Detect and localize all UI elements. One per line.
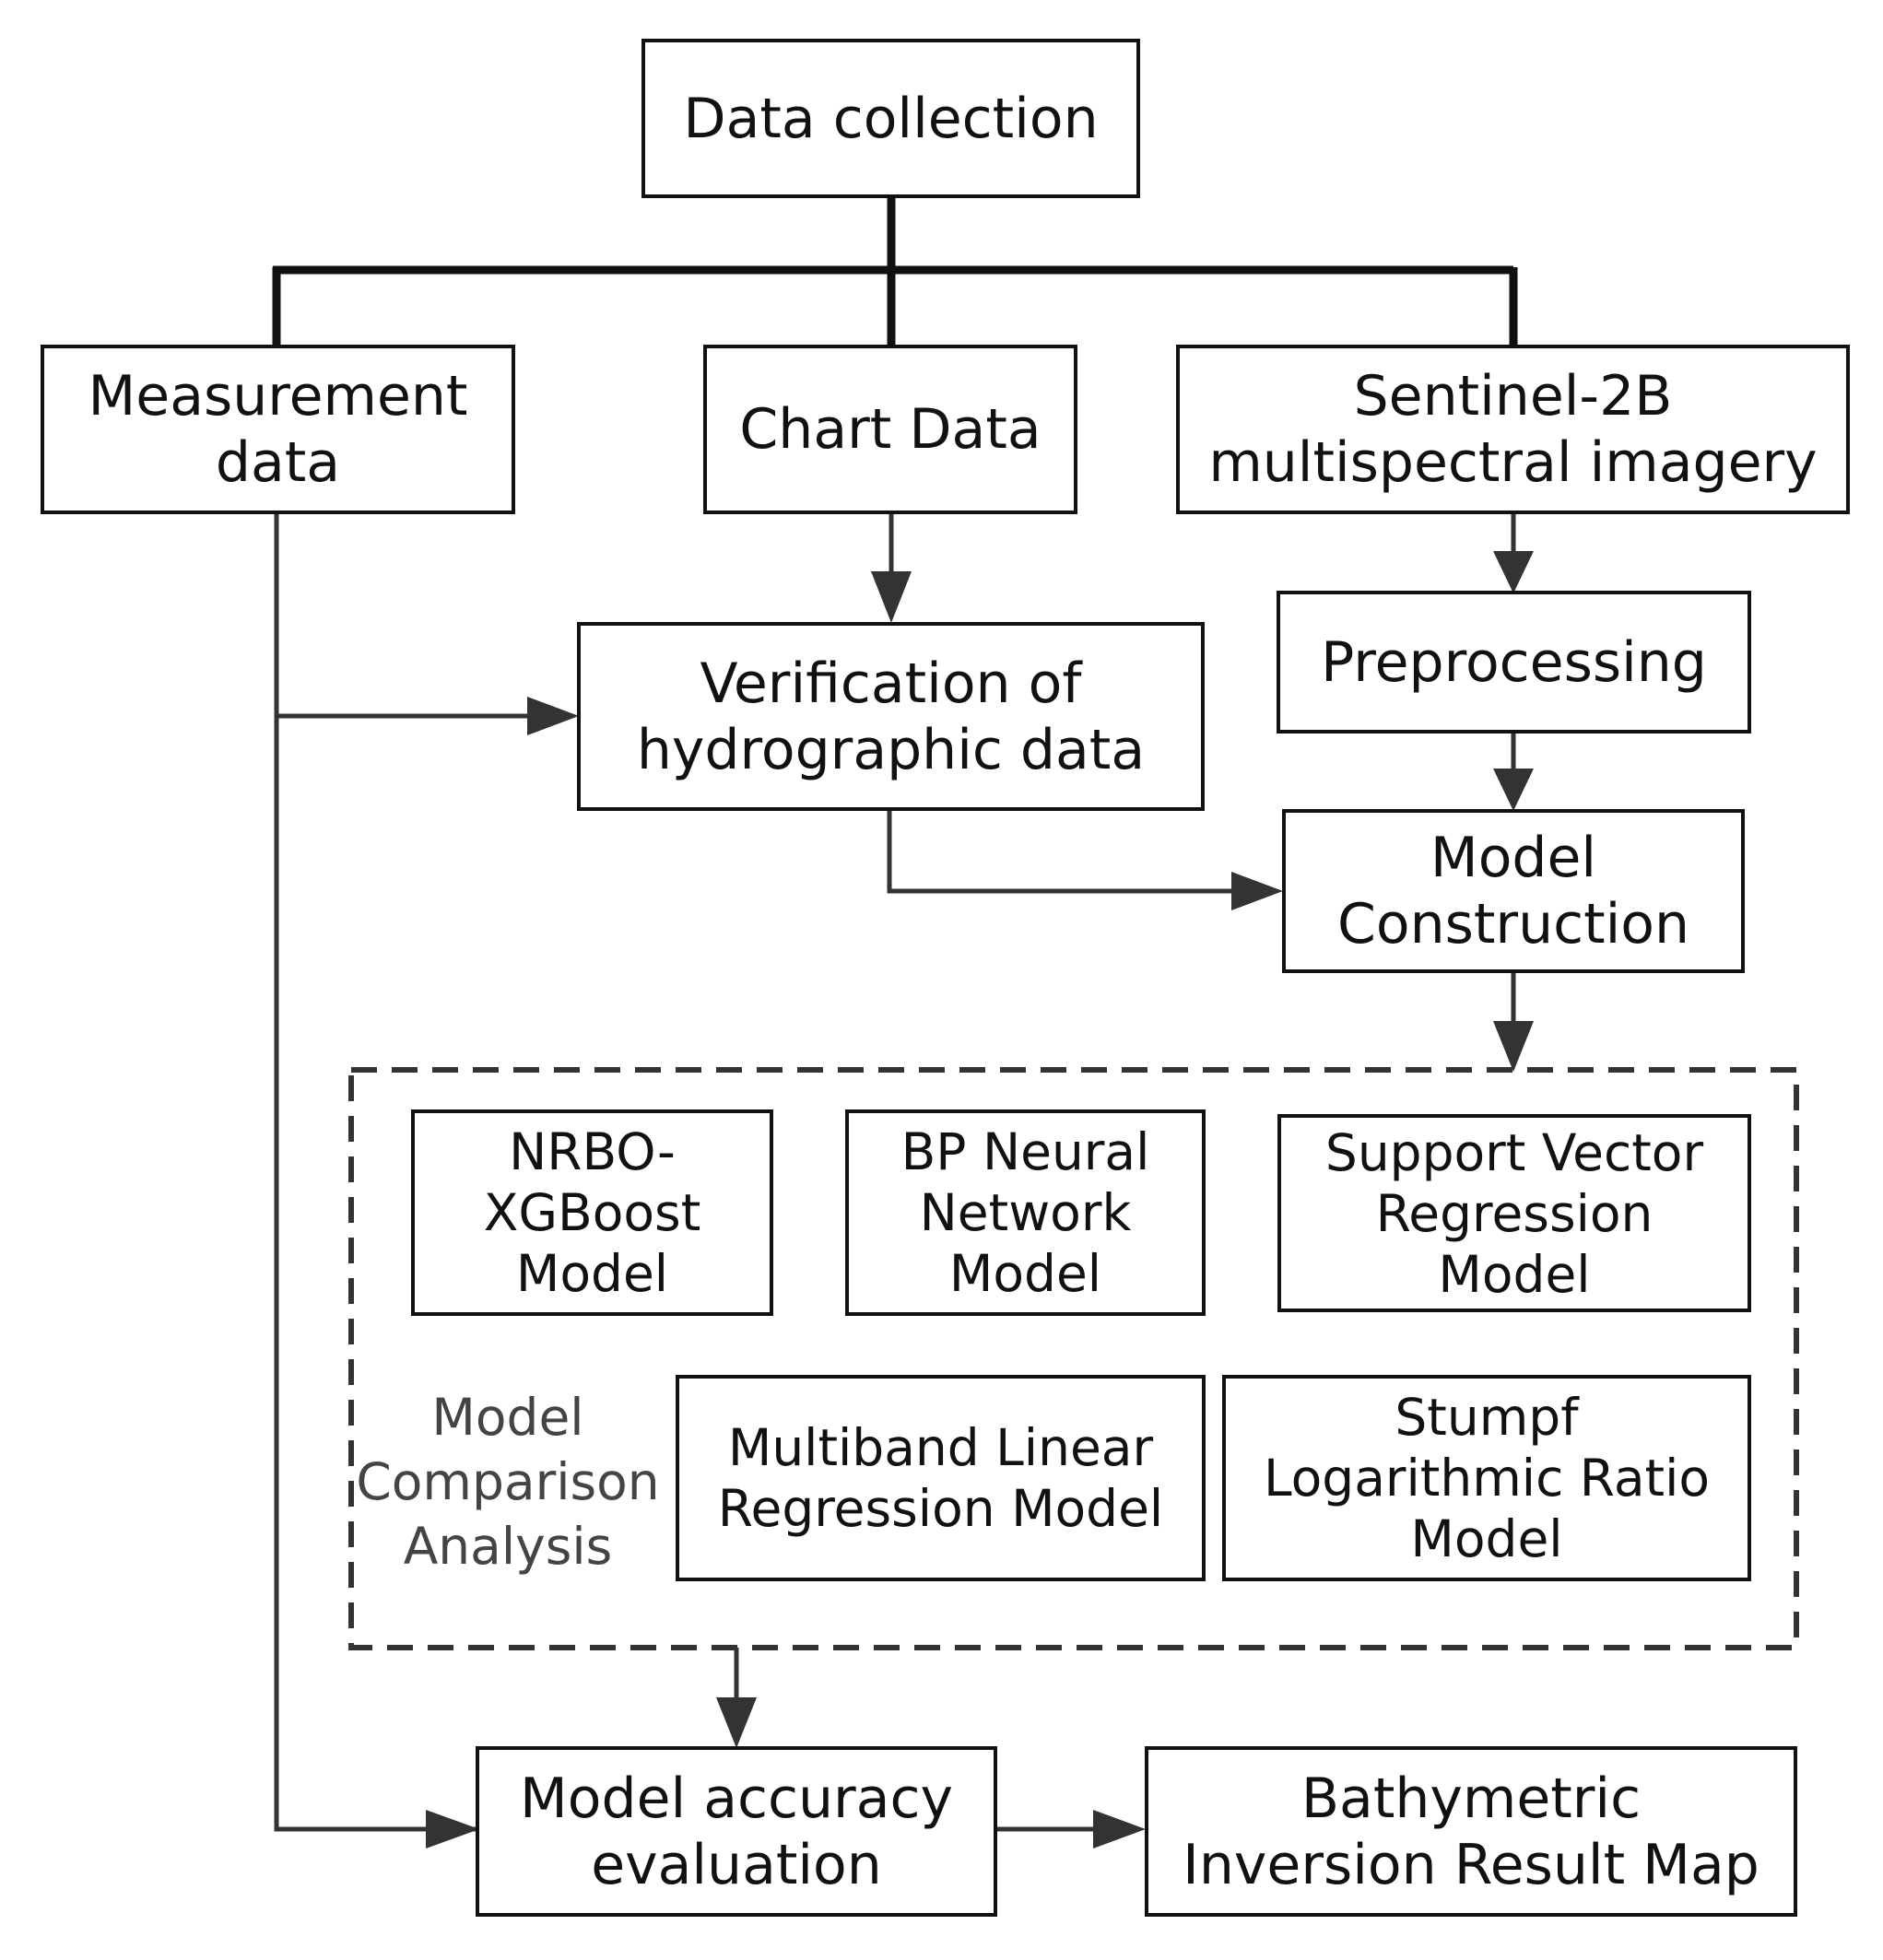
verification-box: Verification of hydrographic data [577,622,1205,811]
verification-label: Verification of hydrographic data [636,651,1146,782]
data-collection-label: Data collection [683,86,1099,151]
model-comparison-label: Model Comparison Analysis [356,1388,660,1576]
arrowhead-construction-to-group [1493,1021,1534,1072]
data-collection-box: Data collection [641,39,1140,198]
model-accuracy-box: Model accuracy evaluation [476,1746,997,1917]
model-accuracy-label: Model accuracy evaluation [520,1766,953,1897]
nrbo-xgboost-label: NRBO- XGBoost Model [483,1122,701,1303]
nrbo-xgboost-box: NRBO- XGBoost Model [411,1109,773,1316]
sentinel-imagery-box: Sentinel-2B multispectral imagery [1176,345,1850,514]
arrowhead-group-to-accuracy [716,1697,757,1748]
stumpf-label: Stumpf Logarithmic Ratio Model [1263,1388,1711,1568]
preprocessing-label: Preprocessing [1321,629,1707,695]
stumpf-box: Stumpf Logarithmic Ratio Model [1222,1375,1751,1581]
preprocessing-box: Preprocessing [1277,591,1751,734]
multiband-linear-box: Multiband Linear Regression Model [676,1375,1206,1581]
arrowhead-measurement-to-accuracy [426,1810,479,1849]
tree-connector [272,196,1518,345]
verification-to-construction [887,810,1235,894]
chart-data-box: Chart Data [703,345,1077,514]
bp-neural-network-label: BP Neural Network Model [900,1122,1150,1303]
measurement-trunk [274,513,479,1832]
result-map-label: Bathymetric Inversion Result Map [1183,1766,1759,1897]
multiband-linear-label: Multiband Linear Regression Model [717,1418,1164,1538]
arrowhead-chart-to-verification [871,571,912,623]
arrowhead-accuracy-to-result [1093,1810,1146,1849]
measurement-data-label: Measurement data [88,364,468,495]
arrowhead-verification-to-construction [1231,872,1283,910]
arrowhead-preprocessing-to-construction [1493,769,1534,811]
model-construction-label: Model Construction [1336,826,1690,957]
chart-data-label: Chart Data [739,397,1042,462]
svr-label: Support Vector Regression Model [1324,1122,1704,1304]
result-map-box: Bathymetric Inversion Result Map [1145,1746,1797,1917]
bp-neural-network-box: BP Neural Network Model [845,1109,1206,1316]
arrowhead-measurement-to-verification [527,697,579,735]
model-construction-box: Model Construction [1282,809,1745,973]
measurement-data-box: Measurement data [41,345,515,514]
svr-box: Support Vector Regression Model [1277,1114,1751,1312]
sentinel-imagery-label: Sentinel-2B multispectral imagery [1208,364,1818,495]
arrowhead-sentinel-to-preprocessing [1493,551,1534,593]
